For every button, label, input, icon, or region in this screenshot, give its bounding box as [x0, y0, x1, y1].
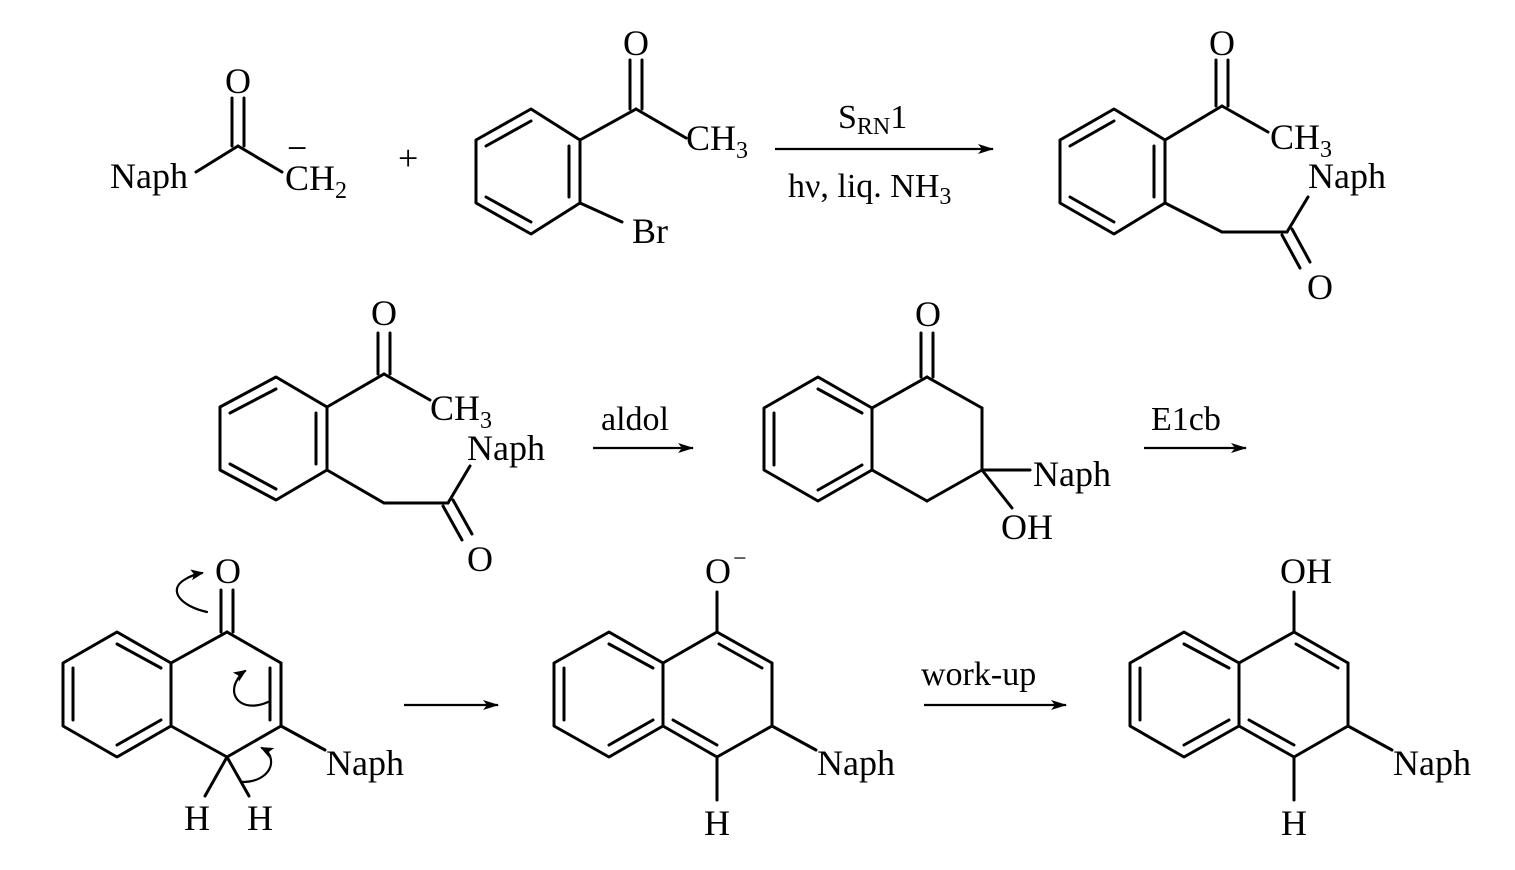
workup-label: work-up — [921, 656, 1036, 693]
naphthoxide-intermediate: O − Naph H — [552, 546, 895, 843]
naphthol-hydroxyl: OH — [1280, 551, 1332, 591]
diketone-oxygen-2: O — [467, 539, 493, 579]
diketone-methyl-label: CH3 — [430, 388, 492, 434]
workup-arrow: work-up — [921, 656, 1067, 710]
curly-arrow-to-oxygen — [175, 569, 209, 614]
naphthol-product: OH Naph H — [1128, 551, 1471, 843]
naphthoxide-oxygen: O — [705, 551, 731, 591]
enone-intermediate: O Naph H H — [61, 551, 404, 838]
conditions-label: hν, liq. NH3 — [788, 168, 951, 210]
diketone-starting-material: O CH3 Naph O — [218, 293, 545, 579]
enolate-naph-label: Naph — [110, 156, 188, 196]
naphthoxide-charge: − — [733, 546, 747, 572]
aldol-label: aldol — [601, 401, 669, 438]
naphthyl-methyl-ketone-enolate: O Naph − CH2 — [110, 61, 347, 204]
carbanion-ch2-label: CH2 — [285, 158, 347, 204]
aldol-ketone-oxygen: O — [915, 294, 941, 334]
plus-sign: + — [398, 138, 418, 178]
srn1-label: SRN1 — [838, 99, 907, 140]
e1cb-arrow: E1cb — [1144, 401, 1247, 453]
product-second-oxygen: O — [1307, 267, 1333, 307]
naphthol-naph-label: Naph — [1393, 743, 1471, 783]
aldol-arrow: aldol — [593, 401, 694, 453]
diketone-oxygen-1: O — [371, 293, 397, 333]
naphthoxide-hydrogen: H — [704, 803, 730, 843]
product-methyl-label: CH3 — [1270, 117, 1332, 163]
ketone-oxygen-label: O — [623, 23, 649, 63]
carbanion-charge: − — [287, 128, 307, 168]
naphthoxide-naph-label: Naph — [817, 743, 895, 783]
bromine-label: Br — [632, 211, 668, 251]
srn1-arrow: SRN1 hν, liq. NH3 — [775, 99, 994, 210]
curly-arrow-ch-bond — [240, 746, 275, 784]
product-ketone-oxygen: O — [1209, 23, 1235, 63]
enone-hydrogen-2: H — [247, 798, 273, 838]
aldol-hydroxyl-label: OH — [1001, 507, 1053, 547]
diketone-naph-label: Naph — [467, 428, 545, 468]
enone-naph-label: Naph — [326, 743, 404, 783]
enone-oxygen: O — [215, 551, 241, 591]
enolate-oxygen-label: O — [225, 61, 251, 101]
product-naph-label: Naph — [1308, 156, 1386, 196]
aldol-naph-label: Naph — [1033, 454, 1111, 494]
2-bromoacetophenone: O CH3 Br — [474, 23, 748, 251]
srn1-product-diketone: O CH3 Naph O — [1058, 23, 1386, 307]
ketone-methyl-label: CH3 — [686, 118, 748, 164]
curly-arrow-pi-bond — [232, 669, 270, 707]
naphthol-hydrogen: H — [1281, 803, 1307, 843]
aldol-product-hydroxy-tetralone: O Naph OH — [762, 294, 1111, 547]
enone-hydrogen-1: H — [184, 798, 210, 838]
e1cb-label: E1cb — [1151, 401, 1221, 438]
